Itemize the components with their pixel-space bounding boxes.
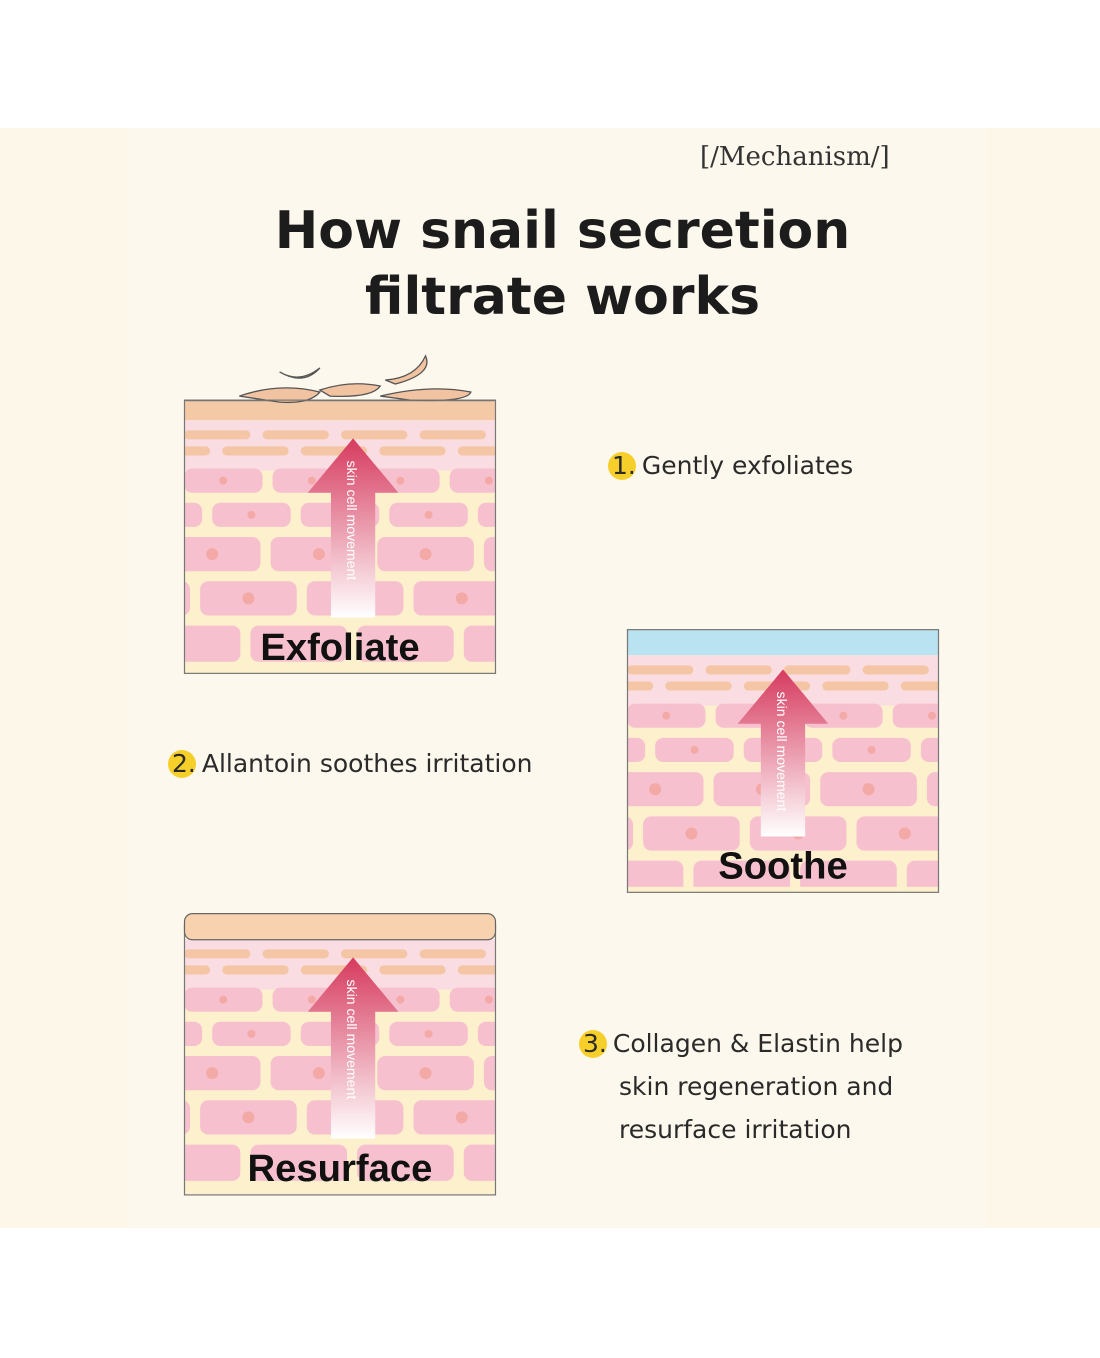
skin-cell bbox=[627, 816, 634, 851]
step-number-badge: 1. bbox=[608, 444, 636, 487]
skin-cell bbox=[463, 625, 496, 662]
skin-cell bbox=[477, 502, 496, 527]
step-2: 2.Allantoin soothes irritation bbox=[168, 742, 533, 785]
skin-cell bbox=[449, 468, 496, 493]
moisture-layer bbox=[627, 629, 939, 656]
skin-cell bbox=[184, 502, 203, 527]
section-tag: [/Mechanism/] bbox=[700, 142, 890, 172]
skin-cell bbox=[184, 1056, 261, 1091]
dead-skin-flake bbox=[318, 383, 382, 398]
skin-cell bbox=[477, 1021, 496, 1046]
arrow-label: skin cell movement bbox=[344, 980, 360, 1100]
step-1: 1.Gently exfoliates bbox=[608, 444, 853, 487]
skin-cell bbox=[413, 581, 496, 616]
skin-cell bbox=[693, 860, 791, 893]
skin-cell bbox=[357, 1144, 454, 1181]
panel-label: Soothe bbox=[718, 845, 848, 888]
panel-label: Exfoliate bbox=[260, 626, 419, 669]
skin-cell bbox=[357, 625, 454, 662]
skin-cell bbox=[250, 625, 348, 662]
page-title: How snail secretion filtrate works bbox=[274, 201, 851, 327]
skin-cell bbox=[184, 537, 261, 572]
skin-cell bbox=[483, 537, 496, 572]
skin-cell-movement-arrow bbox=[307, 438, 399, 618]
skin-cell bbox=[449, 987, 496, 1012]
step-number-badge: 2. bbox=[168, 742, 196, 785]
skin-cell bbox=[184, 1144, 241, 1181]
step-number-badge: 3. bbox=[579, 1022, 607, 1065]
skin-cell bbox=[184, 581, 191, 616]
skin-cell bbox=[627, 772, 704, 807]
skin-cell bbox=[184, 1021, 203, 1046]
skin-cell bbox=[800, 860, 897, 893]
skin-cell bbox=[856, 816, 939, 851]
skin-cell bbox=[627, 860, 684, 893]
arrow-label: skin cell movement bbox=[344, 461, 360, 581]
skin-cell bbox=[483, 1056, 496, 1091]
skin-cell bbox=[906, 860, 939, 893]
skin-cell-movement-arrow bbox=[737, 669, 829, 837]
skin-cell bbox=[627, 737, 646, 763]
skin-cell-movement-arrow bbox=[307, 957, 399, 1139]
panel-label: Resurface bbox=[248, 1147, 433, 1190]
skin-cell bbox=[184, 625, 241, 662]
arrow-label: skin cell movement bbox=[774, 692, 790, 812]
dead-skin-flake bbox=[239, 387, 322, 404]
skin-cell bbox=[892, 703, 939, 728]
skin-cell bbox=[920, 737, 939, 763]
dead-skin-flake bbox=[279, 367, 321, 379]
step-3: 3.Collagen & Elastin help skin regenerat… bbox=[579, 1022, 903, 1151]
skin-cell bbox=[926, 772, 939, 807]
skin-cell bbox=[184, 1100, 191, 1135]
skin-cell bbox=[463, 1144, 496, 1181]
skin-cell bbox=[250, 1144, 348, 1181]
resurface-layer bbox=[183, 912, 497, 941]
skin-cell bbox=[413, 1100, 496, 1135]
dead-skin-flake bbox=[385, 354, 428, 385]
